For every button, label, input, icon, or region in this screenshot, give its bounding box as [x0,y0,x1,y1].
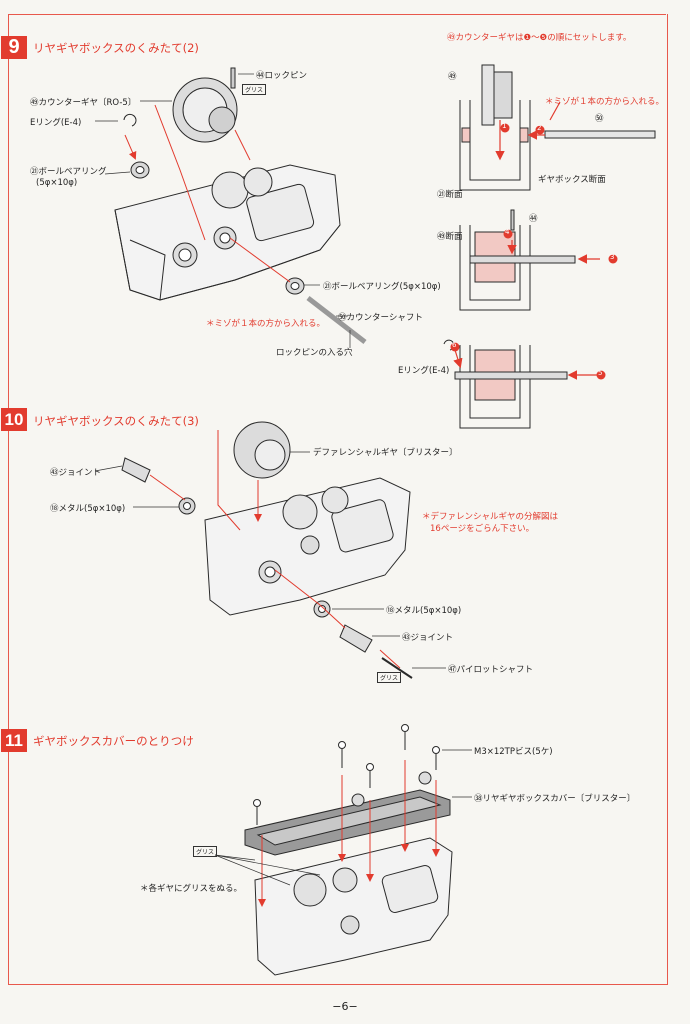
detail-part49-label: ㊾ [448,72,457,82]
step11-gearbox-drawing [244,771,453,976]
detail-number-4: 4 [505,228,510,236]
diff-note-line1: ＊デファレンシャルギヤの分解図は [422,512,559,522]
detail-e-ring-label: Eリング(E-4) [398,366,450,376]
step9-detail-arrows [453,101,600,380]
step11-red-guides [258,760,440,907]
step-number-10: 10 [1,408,27,431]
step-title-11: ギヤボックスカバーのとりつけ [33,734,194,748]
screws-label: M3×12TPビス(5ケ) [474,747,553,757]
grease-tag-10: グリス [377,672,402,683]
part49-section-label: ㊾断面 [437,232,463,242]
pilot-shaft-label: ㊼パイロットシャフト [448,665,534,675]
step9-detail-numbers [450,123,618,380]
ball-bearing-label: ㉑ボールベアリング [30,167,107,177]
step9-detail-3 [443,339,568,429]
lock-pin-hole-label: ロックピンの入る穴 [276,348,353,358]
ball-bearing-2-label: ㉑ボールベアリング(5φ×10φ) [323,282,441,292]
page-frame [8,14,668,985]
step9-detail-2 [459,209,576,311]
joint-label: ㊸ジョイント [50,468,102,478]
part21-section-label: ㉑断面 [437,190,463,200]
cover-label: ㊳リヤギヤボックスカバー〔ブリスター〕 [474,794,636,804]
step10-gearbox-drawing [121,421,413,679]
step10-red-guides [149,430,401,669]
step-number-11: 11 [1,729,27,752]
detail-number-6: 6 [452,341,457,349]
grease-note: ＊各ギヤにグリスをぬる。 [140,884,243,894]
ball-bearing-size-label: (5φ×10φ) [36,178,78,188]
groove-note: ＊ミゾが１本の方から入れる。 [206,319,326,329]
e-ring-label: Eリング(E-4) [30,118,82,128]
metal-2-label: ⑱メタル(5φ×10φ) [386,606,462,616]
diff-gear-label: デファレンシャルギヤ〔ブリスター〕 [313,448,458,458]
detail-groove-note: ＊ミゾが１本の方から入れる。 [545,97,665,107]
detail-part44-label: ㊹ [529,214,538,224]
metal-label: ⑱メタル(5φ×10φ) [50,504,126,514]
step-number-9: 9 [1,36,27,59]
page-number: −6− [332,1000,358,1013]
step9-red-guides [124,104,291,283]
counter-gear-order-note: ㊾カウンターギヤは❶〜❺の順にセットします。 [447,33,632,43]
grease-tag: グリス [242,84,267,95]
step9-detail-1 [459,64,656,191]
step11-screws [253,724,440,825]
step10-leaders [94,451,446,669]
counter-gear-label: ㊾カウンターギヤ〔RO-5〕 [30,98,137,108]
detail-number-3: 3 [610,253,615,261]
detail-number-2: 2 [537,124,542,132]
detail-number-5: 5 [598,369,603,377]
step11-leaders [214,749,472,886]
step-title-10: リヤギヤボックスのくみたて(3) [33,414,199,428]
detail-part50-label: ㊿ [595,114,604,124]
lock-pin-label: ㊹ロックピン [256,71,308,81]
step-title-9: リヤギヤボックスのくみたて(2) [33,41,199,55]
gearbox-section-label: ギヤボックス断面 [538,175,606,185]
joint-2-label: ㊸ジョイント [402,633,454,643]
step9-leaders [95,73,351,348]
grease-tag-11: グリス [193,846,218,857]
page-frame-top [8,14,666,15]
step9-gearbox-drawing [114,67,367,344]
detail-number-1: 1 [502,122,507,130]
diff-note-line2: 16ページをごらん下さい。 [430,524,535,534]
counter-shaft-label: ㊿カウンターシャフト [338,313,423,323]
